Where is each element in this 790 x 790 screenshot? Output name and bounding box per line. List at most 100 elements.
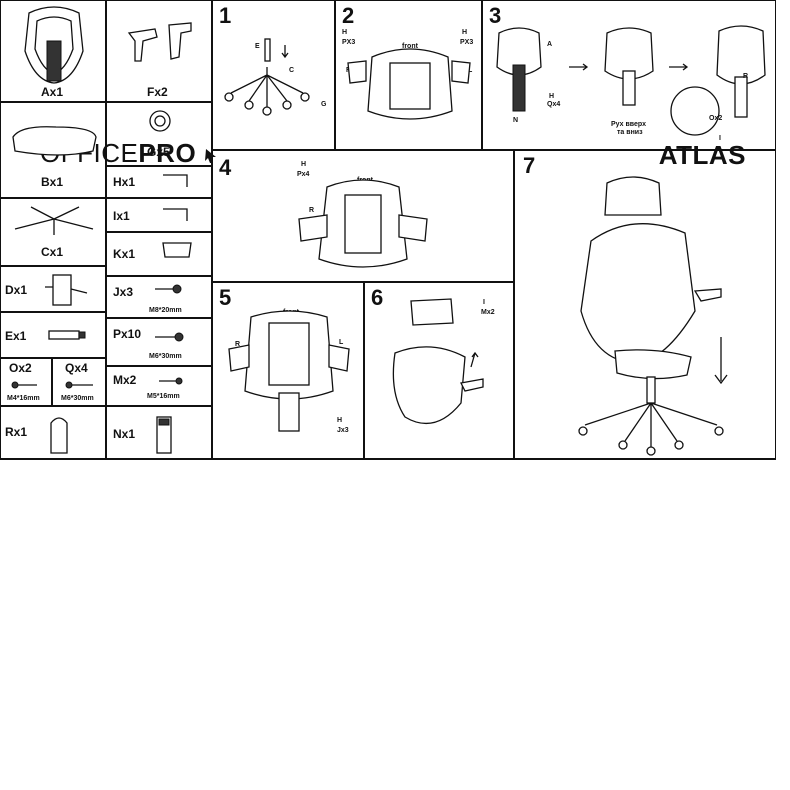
step-2-drawing [347,48,471,120]
step-3-label-qx: Qx4 [547,101,561,108]
part-rx-label: Rx1 [5,425,28,439]
step-2-label-h-left: H [342,29,348,36]
armrest-icon [127,22,192,62]
part-gx: Gx5 [106,102,212,166]
screw-jx-icon [155,284,182,294]
part-bx: Bx1 [0,102,106,198]
part-px-size: M6*30mm [149,353,182,360]
step-3-label-ox: Ox2 [709,115,723,122]
mechanism-icon [45,274,88,306]
screw-ox-icon [11,381,37,389]
step-2-label-h-right: H [462,29,468,36]
step-2-label-px-right: PX3 [460,39,474,46]
base-icon [14,206,94,235]
step-6-label-mx: Mx2 [481,309,495,316]
part-bx-label: Bx1 [41,175,64,189]
part-ox-size: M4*16mm [7,395,40,402]
step-2-label-l: L [468,67,473,74]
part-nx: Nx1 [106,406,212,459]
screw-mx-icon [159,377,183,385]
step-4-panel: 4 H Px4 front R [212,150,514,282]
screw-qx-icon [65,381,93,389]
step-5-label-jx: Jx3 [337,427,349,434]
part-jx: Jx3 M8*20mm [106,276,212,318]
step-3-label-h: H [549,93,555,100]
part-mx-label: Mx2 [113,373,137,387]
part-ex: Ex1 [0,312,106,358]
part-nx-label: Nx1 [113,427,136,441]
part-fx: Fx2 [106,0,212,102]
step-5-label-h: H [337,417,343,424]
part-mx-size: M5*16mm [147,393,180,400]
part-kx-label: Kx1 [113,247,136,261]
part-ax-label: Ax1 [41,85,64,99]
step-4-label-px: Px4 [297,171,310,178]
backrest-icon [24,6,84,84]
part-mx: Mx2 M5*16mm [106,366,212,406]
step-1-label-c: C [289,67,295,74]
step-2-number: 2 [342,3,355,28]
step-6-label-i: I [483,299,485,306]
cover-icon [50,417,68,454]
step-3-label-r: R [743,73,749,80]
gas-lift-icon [48,330,86,340]
step-6-drawing [392,298,484,425]
part-ex-label: Ex1 [5,329,27,343]
screw-px-icon [155,332,184,342]
part-gx-label: Gx5 [147,145,170,159]
step-2-panel: 2 H PX3 H PX3 front R L [335,0,482,150]
step-5-number: 5 [219,285,232,310]
part-px: Px10 M6*30mm [106,318,212,366]
hex-key-h-icon [163,174,188,187]
step-4-label-h: H [301,161,307,168]
step-3-label-n: N [513,117,519,124]
hex-key-i-icon [163,208,188,221]
step-1-label-g: G [321,101,327,108]
part-qx-size: M6*30mm [61,395,94,402]
step-2-label-px-left: PX3 [342,39,356,46]
part-qx-label: Qx4 [65,361,88,375]
part-cx: Cx1 [0,198,106,266]
part-cx-label: Cx1 [41,245,64,259]
model-name: ATLAS [658,140,746,170]
part-ox: Ox2 M4*16mm [0,358,52,406]
step-4-number: 4 [219,155,232,180]
part-px-label: Px10 [113,327,142,341]
part-dx: Dx1 [0,266,106,312]
plate-icon [156,416,172,454]
step-7-number: 7 [523,153,536,178]
step-4-drawing [298,179,428,268]
brand-text-pro: PRO [138,138,197,168]
caster-icon [149,110,171,132]
part-ax: Ax1 [0,0,106,102]
step-3-caption-line1: Рух вверх [611,121,646,128]
step-3-drawing [496,25,766,136]
step-2-label-front: front [402,43,418,50]
step-5-label-r: R [235,341,241,348]
part-jx-label: Jx3 [113,285,134,299]
bracket-icon [162,242,192,258]
seat-icon [12,126,97,156]
part-hx: Hx1 [106,166,212,198]
step-6-number: 6 [371,285,384,310]
step-5-panel: 5 front R L H Jx3 [212,282,364,459]
step-3-panel: 3 A H N Qx4 R Рух вверх та вниз Ox2 I [482,0,776,150]
step-1-drawing [224,38,310,116]
step-7-chair-drawing [578,176,728,456]
assembly-sheet: Ax1 Bx1 Cx1 Dx1 Ex1 Ox2 M4*16mm Qx4 M6*3… [0,0,776,460]
part-qx: Qx4 M6*30mm [52,358,106,406]
step-1-number: 1 [219,3,232,28]
part-ix-label: Ix1 [113,209,130,223]
step-7-panel: 7 [514,150,776,459]
step-4-label-r: R [309,207,315,214]
part-ix: Ix1 [106,198,212,232]
step-3-caption-line2: та вниз [617,129,643,136]
part-kx: Kx1 [106,232,212,276]
step-3-label-a: A [547,41,553,48]
part-ox-label: Ox2 [9,361,32,375]
step-1-label-e: E [255,43,260,50]
step-1-panel: 1 E C G [212,0,335,150]
step-5-drawing [228,310,350,432]
part-fx-label: Fx2 [147,85,168,99]
step-5-label-l: L [339,339,344,346]
